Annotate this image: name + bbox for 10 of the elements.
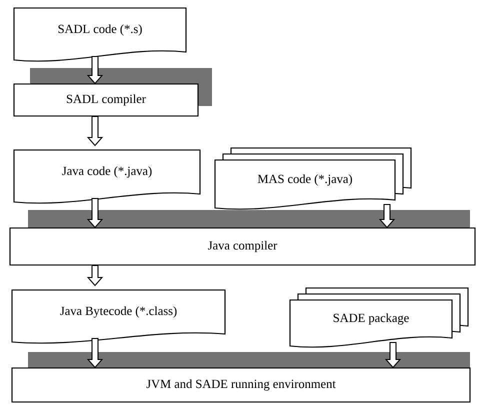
block-arrow: [86, 265, 104, 286]
block-arrow: [86, 198, 104, 228]
block-arrow: [378, 204, 396, 228]
block-arrow: [86, 116, 104, 146]
process-box: Java compiler: [9, 227, 476, 266]
block-arrow: [86, 56, 104, 84]
block-arrow: [86, 338, 104, 368]
block-arrow: [384, 342, 402, 368]
process-box: JVM and SADE running environment: [11, 367, 471, 403]
process-box: SADL compiler: [13, 83, 199, 117]
